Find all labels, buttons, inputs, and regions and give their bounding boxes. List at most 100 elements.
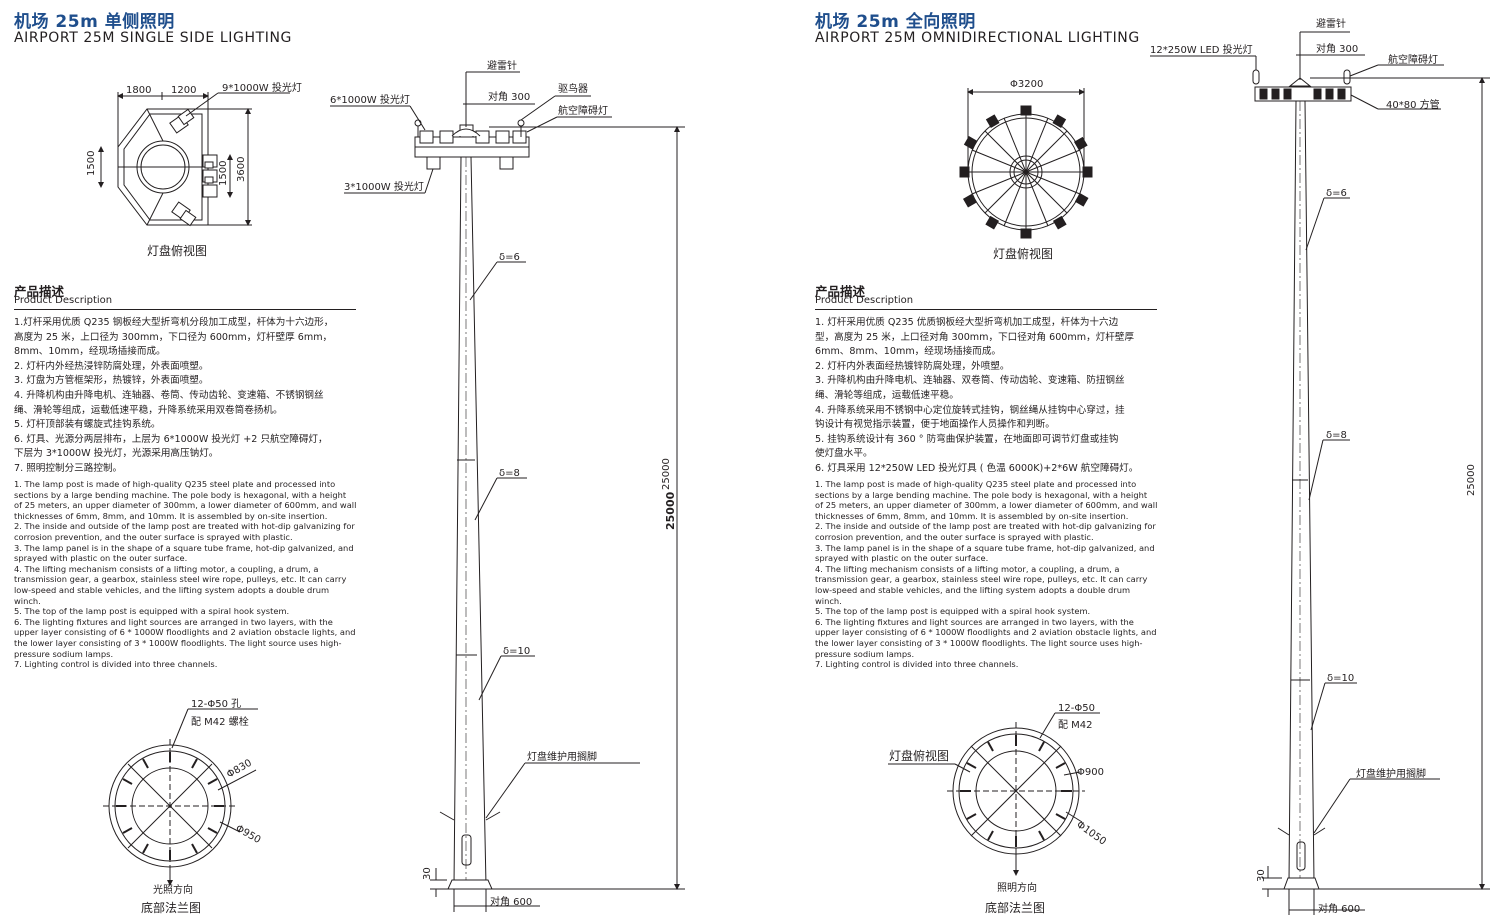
- square-tube-label: 40*80 方管: [1386, 98, 1440, 111]
- desc-line: 1.灯杆采用优质 Q235 钢板经大型折弯机分段加工成型，杆体为十六边形，: [14, 317, 334, 328]
- desc-line: corrosion prevention, and the outer surf…: [14, 531, 293, 542]
- desc-line: 使灯盘水平。: [815, 448, 873, 460]
- desc-line: 高度为 25 米，上口径为 300mm，下口径为 600mm，灯杆壁厚 6mm，: [14, 331, 333, 343]
- dim-label: 3600: [236, 157, 247, 182]
- upper-flood-label: 6*1000W 投光灯: [330, 93, 410, 106]
- desc-line: 2. 灯杆内外经热浸锌防腐处理，外表面喷塑。: [14, 360, 209, 372]
- desc-line: 8mm、10mm，经现场插接而成。: [14, 346, 166, 358]
- dim-label: 1500: [86, 151, 97, 176]
- desc-line: winch.: [815, 595, 842, 606]
- desc-line: 2. The inside and outside of the lamp po…: [815, 521, 1156, 532]
- desc-line: 型，高度为 25 米，上口径对角 300mm，下口径对角 600mm，灯杆壁厚: [815, 331, 1135, 343]
- desc-line: 3. The lamp panel is in the shape of a s…: [14, 542, 354, 553]
- desc-line: 4. The lifting mechanism consists of a l…: [14, 563, 319, 574]
- floodlight-icon: [202, 184, 218, 198]
- desc-line: 4. 升降系统采用不锈钢中心定位旋转式挂钩，钢丝绳从挂钩中心穿过，挂: [815, 404, 1125, 416]
- desc-line: thicknesses of 6mm, 8mm, and 10mm. It is…: [14, 510, 328, 521]
- desc-line: 5. The top of the lamp post is equipped …: [815, 606, 1091, 617]
- height-label: 25000: [664, 491, 677, 530]
- desc-line: sprayed with plastic on the outer surfac…: [14, 553, 188, 564]
- desc-line: 3. The lamp panel is in the shape of a s…: [815, 542, 1155, 553]
- left-desc-en: 1. The lamp post is made of high-quality…: [14, 479, 356, 670]
- desc-line: 4. 升降机构由升降电机、连轴器、卷筒、传动齿轮、变速箱、不锈钢钢丝: [14, 389, 324, 401]
- desc-line: 5. 挂钩系统设计有 360 ° 防弯曲保护装置，在地面即可调节灯盘或挂钩: [815, 433, 1119, 445]
- desc-line: corrosion prevention, and the outer surf…: [815, 531, 1094, 542]
- desc-line: 1. The lamp post is made of high-quality…: [14, 479, 336, 489]
- desc-line: sprayed with plastic on the outer surfac…: [815, 553, 989, 564]
- desc-line: 5. The top of the lamp post is equipped …: [14, 606, 290, 617]
- right-top-view: [959, 88, 1093, 239]
- floodlight-label: 9*1000W 投光灯: [222, 81, 302, 94]
- left-desc-cn: 1.灯杆采用优质 Q235 钢板经大型折弯机分段加工成型，杆体为十六边形， 高度…: [14, 316, 333, 477]
- desc-line: 1. The lamp post is made of high-quality…: [815, 479, 1137, 489]
- diag-bottom-label: 对角 600: [1318, 902, 1360, 915]
- dim-label: 1500: [218, 161, 229, 186]
- left-section-cn: 产品描述: [14, 284, 65, 299]
- flange-d2: Φ950: [234, 823, 263, 846]
- desc-line: low-speed and stable vehicles, and the l…: [815, 584, 1131, 595]
- desc-line: 下层为 3*1000W 投光灯，光源采用高压钠灯。: [14, 448, 219, 460]
- left-section-divider: [14, 309, 356, 310]
- flange-holes: 12-Φ50: [1058, 703, 1095, 714]
- desc-line: of 25 meters, an upper diameter of 300mm…: [815, 500, 1158, 511]
- flange-direction: 光照方向: [153, 883, 193, 896]
- flange-top-label: 灯盘俯视图: [889, 748, 949, 763]
- base-h-label: 30: [422, 867, 433, 880]
- right-flange-caption: 底部法兰图: [985, 900, 1045, 915]
- desc-line: thicknesses of 6mm, 8mm, and 10mm. It is…: [815, 510, 1129, 521]
- desc-line: transmission gear, a gearbox, stainless …: [815, 574, 1148, 585]
- desc-line: pressure sodium lamps.: [14, 648, 114, 659]
- desc-line: 6mm、8mm、10mm，经现场插接而成。: [815, 346, 1002, 358]
- right-title-cn: 机场 25m 全向照明: [815, 12, 976, 32]
- floodlight-icon: [179, 209, 197, 227]
- desc-line: 3. 升降机构由升降电机、连轴器、双卷筒、传动齿轮、变速箱、防扭钢丝: [815, 375, 1125, 387]
- left-flange-caption: 底部法兰图: [141, 900, 201, 915]
- right-desc-cn: 1. 灯杆采用优质 Q235 优质钢板经大型折弯机加工成型，杆体为十六边 型，高…: [815, 316, 1138, 477]
- desc-line: 7. Lighting control is divided into thre…: [815, 659, 1019, 670]
- desc-line: 钩设计有视觉指示装置，便于地面操作人员操作和判断。: [815, 419, 1055, 431]
- led-flood-label: 12*250W LED 投光灯: [1150, 43, 1253, 56]
- left-title-cn: 机场 25m 单侧照明: [14, 12, 175, 32]
- desc-line: 绳、滑轮等组成，运载低速平稳。: [815, 389, 959, 401]
- desc-line: 3. 灯盘为方管框架形，热镀锌，外表面喷塑。: [14, 375, 209, 387]
- right-flange: [888, 712, 1100, 876]
- desc-line: sections by a large bending machine. The…: [14, 489, 347, 500]
- obstacle-light-label: 航空障碍灯: [1388, 53, 1438, 66]
- desc-line: sections by a large bending machine. The…: [815, 489, 1148, 500]
- desc-line: 1. 灯杆采用优质 Q235 优质钢板经大型折弯机加工成型，杆体为十六边: [815, 317, 1119, 328]
- flange-d2: Φ1050: [1074, 819, 1108, 847]
- floodlight-icon: [204, 176, 214, 184]
- lightning-rod-label: 避雷针: [1316, 17, 1346, 30]
- flange-d1: Φ900: [1077, 767, 1104, 778]
- desc-line: 6. 灯具采用 12*250W LED 投光灯具 ( 色温 6000K)+2*6…: [815, 462, 1139, 474]
- right-desc-en: 1. The lamp post is made of high-quality…: [815, 479, 1157, 670]
- right-top-view-caption: 灯盘俯视图: [993, 246, 1053, 261]
- desc-line: 绳、滑轮等组成，运载低速平稳，升降系统采用双卷筒卷扬机。: [14, 404, 283, 416]
- desc-line: winch.: [14, 595, 41, 606]
- right-top-floodlights: [959, 105, 1093, 239]
- floodlight-icon: [204, 161, 214, 169]
- lightning-rod-label: 避雷针: [487, 59, 517, 72]
- flange-direction: 照明方向: [997, 881, 1037, 894]
- left-flange: [103, 708, 258, 886]
- right-title-en: AIRPORT 25M OMNIDIRECTIONAL LIGHTING: [815, 30, 1140, 46]
- thickness-6: δ=6: [1326, 188, 1347, 199]
- left-title-en: AIRPORT 25M SINGLE SIDE LIGHTING: [14, 30, 292, 46]
- base-h-label: 30: [1256, 869, 1267, 882]
- desc-line: low-speed and stable vehicles, and the l…: [14, 584, 330, 595]
- desc-line: 6. 灯具、光源分两层排布，上层为 6*1000W 投光灯 +2 只航空障碍灯，: [14, 433, 328, 445]
- right-pole: [1150, 31, 1490, 915]
- right-section-en: Product Description: [815, 295, 914, 306]
- desc-line: the lower layer consisting of 3 * 1000W …: [815, 637, 1143, 648]
- desc-line: pressure sodium lamps.: [815, 648, 915, 659]
- obstacle-light-label: 航空障碍灯: [558, 104, 608, 117]
- maint-foot-label: 灯盘维护用搁脚: [1356, 767, 1426, 780]
- flange-holes: 12-Φ50 孔: [191, 698, 241, 710]
- bird-repeller-label: 驱鸟器: [558, 82, 588, 95]
- desc-line: of 25 meters, an upper diameter of 300mm…: [14, 500, 357, 511]
- desc-line: upper layer consisting of 6 * 1000W floo…: [815, 627, 1157, 638]
- maint-foot-label: 灯盘维护用搁脚: [527, 750, 597, 763]
- thickness-8: δ=8: [1326, 430, 1347, 441]
- desc-line: 5. 灯杆顶部装有螺旋式挂钩系统。: [14, 419, 161, 431]
